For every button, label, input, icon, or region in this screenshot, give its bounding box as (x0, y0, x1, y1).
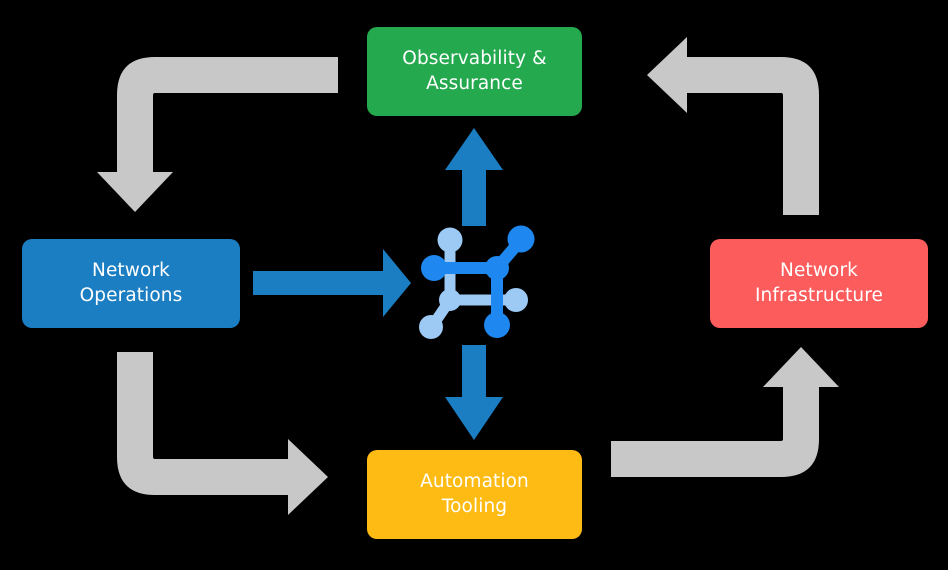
node-observability-assurance[interactable]: Observability & Assurance (367, 27, 582, 116)
arrow-automation-to-infrastructure (611, 347, 839, 477)
node-automation-label: Automation Tooling (420, 470, 529, 517)
node-network-operations[interactable]: Network Operations (22, 239, 240, 328)
arrow-observability-to-operations (97, 57, 338, 212)
arrow-center-to-automation (445, 345, 503, 440)
network-icon-nodes (419, 225, 535, 339)
network-icon-edges (427, 234, 527, 331)
arrow-center-to-observability (445, 128, 503, 226)
arrow-operations-to-center (253, 249, 411, 317)
node-operations-label: Network Operations (79, 259, 183, 306)
node-observability-label: Observability & Assurance (402, 47, 547, 94)
node-network-infrastructure[interactable]: Network Infrastructure (710, 239, 928, 328)
node-infrastructure-label: Network Infrastructure (755, 259, 883, 306)
arrow-infrastructure-to-observability (647, 37, 819, 215)
arrow-operations-to-automation (117, 352, 328, 515)
node-automation-tooling[interactable]: Automation Tooling (367, 450, 582, 539)
